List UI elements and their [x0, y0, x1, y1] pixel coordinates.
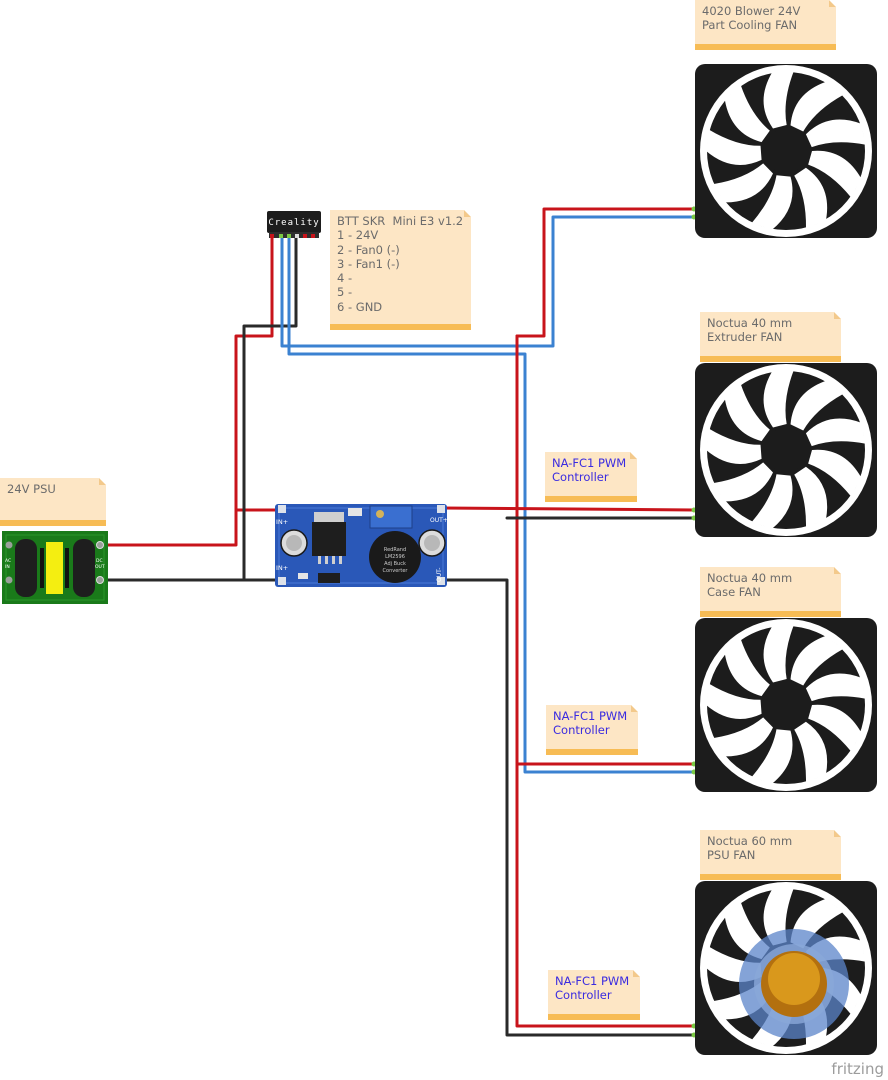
psu-out-label: OUT [95, 564, 105, 570]
connector-label: Creality [268, 218, 319, 228]
buck-out-minus: OUT- [436, 568, 443, 582]
fan-gap [794, 466, 828, 528]
buck-in-minus: IN+ [276, 564, 288, 572]
fan-gap [794, 167, 828, 229]
wire-fan1-blue [287, 230, 696, 774]
fan-gap [713, 717, 773, 757]
psu-in-label: IN [5, 564, 10, 570]
note-line: 24V PSU [7, 482, 56, 496]
psu-dc-label: DC [96, 558, 103, 564]
buck-converter: IN+ IN+ OUT+ OUT- RedRand LM2596 Adj Buc… [275, 504, 448, 587]
note-line: 3 - Fan1 (-) [337, 256, 400, 271]
fan-hub [764, 129, 808, 173]
note-line: Case FAN [707, 585, 761, 600]
fan-gap [790, 81, 844, 132]
fan-gap [808, 704, 862, 752]
fan-gap [751, 175, 793, 230]
fan-gap [724, 384, 770, 442]
note-line: Noctua 60 mm [707, 834, 793, 848]
fan-blower-4020 [695, 64, 877, 238]
fan-gap [763, 370, 794, 428]
note-line: 5 - [337, 285, 353, 300]
wire-psu-red [98, 230, 274, 547]
note-line: BTT SKR Mini E3 v1.2 [337, 214, 464, 228]
fan-hub [764, 428, 808, 472]
fan-gap [794, 721, 828, 783]
fan-gap [790, 380, 844, 431]
note-line: Noctua 40 mm [707, 316, 793, 330]
note-fan-case: Noctua 40 mm Case FAN [700, 567, 841, 617]
fan-extruder-noctua [695, 363, 877, 537]
note-line: 4 - [337, 271, 353, 286]
psu-module: AC IN DC OUT [2, 531, 108, 604]
fan-icon [695, 64, 877, 238]
fan-gap [808, 150, 862, 198]
note-line: Part Cooling FAN [702, 18, 798, 33]
fan-gap [805, 119, 866, 148]
wire-ground-board [242, 230, 298, 582]
note-line: 6 - GND [337, 299, 383, 314]
note-line: Extruder FAN [707, 330, 783, 345]
fan-gap [713, 163, 773, 203]
buck-out-plus: OUT+ [430, 517, 448, 524]
note-line: NA-FC1 PWM [555, 974, 630, 988]
fan-gap [751, 474, 793, 529]
note-24v-psu: 24V PSU [0, 478, 106, 526]
note-btt-skr-board: BTT SKR Mini E3 v1.2 1 - 24V 2 - Fan0 (-… [330, 210, 471, 330]
fan-hub [764, 683, 808, 727]
inductor-line-3: Adj Buck [384, 561, 406, 567]
wire-red-bus [515, 334, 696, 1028]
note-line: 1 - 24V [337, 228, 379, 243]
wire-buck-out-red [440, 506, 696, 512]
note-line: 4020 Blower 24V [702, 4, 801, 18]
fan-case-noctua [695, 618, 877, 792]
note-pwm-controller-3: NA-FC1 PWM Controller [548, 970, 640, 1020]
note-line: 2 - Fan0 (-) [337, 242, 400, 257]
inductor-line-2: LM2596 [385, 554, 405, 560]
note-line: Controller [553, 723, 610, 738]
note-line: NA-FC1 PWM [553, 709, 628, 723]
fan-gap [751, 729, 793, 784]
fan-psu-noctua [695, 881, 877, 1055]
fan-gap [706, 129, 762, 166]
note-fan-psu: Noctua 60 mm PSU FAN [700, 830, 841, 880]
fan-gap [763, 888, 794, 946]
note-line: Controller [552, 470, 609, 485]
fan-gap [706, 428, 762, 465]
note-fan-blower: 4020 Blower 24V Part Cooling FAN [695, 0, 836, 50]
wire-blower-red [515, 207, 696, 338]
note-line: PSU FAN [707, 848, 756, 863]
fan-gap [763, 625, 794, 683]
fan-icon [695, 363, 877, 537]
fan-gap [805, 673, 866, 702]
fritzing-gear-icon [739, 929, 849, 1039]
fan-icon [695, 618, 877, 792]
note-pwm-controller-2: NA-FC1 PWM Controller [546, 705, 638, 755]
note-line: NA-FC1 PWM [552, 456, 627, 470]
psu-ac-label: AC [5, 558, 11, 564]
creality-connector: Creality [267, 211, 321, 238]
wire-fan0-blue [280, 215, 696, 348]
note-line: Noctua 40 mm [707, 571, 793, 585]
fan-gap [713, 462, 773, 502]
fritzing-credit: fritzing [831, 1060, 884, 1078]
fan-gap [805, 418, 866, 447]
buck-in-plus: IN+ [276, 518, 288, 526]
fan-gap [763, 71, 794, 129]
note-pwm-controller-1: NA-FC1 PWM Controller [545, 452, 637, 502]
note-fan-extruder: Noctua 40 mm Extruder FAN [700, 312, 841, 362]
wire-buck-out-black [440, 578, 696, 1037]
fan-gap [706, 683, 762, 720]
inductor-line-1: RedRand [384, 547, 406, 553]
fan-gap [724, 639, 770, 697]
inductor-line-4: Converter [383, 568, 409, 574]
fan-gap [724, 85, 770, 143]
fan-gap [790, 635, 844, 686]
note-line: Controller [555, 988, 612, 1003]
fan-gap [808, 449, 862, 497]
